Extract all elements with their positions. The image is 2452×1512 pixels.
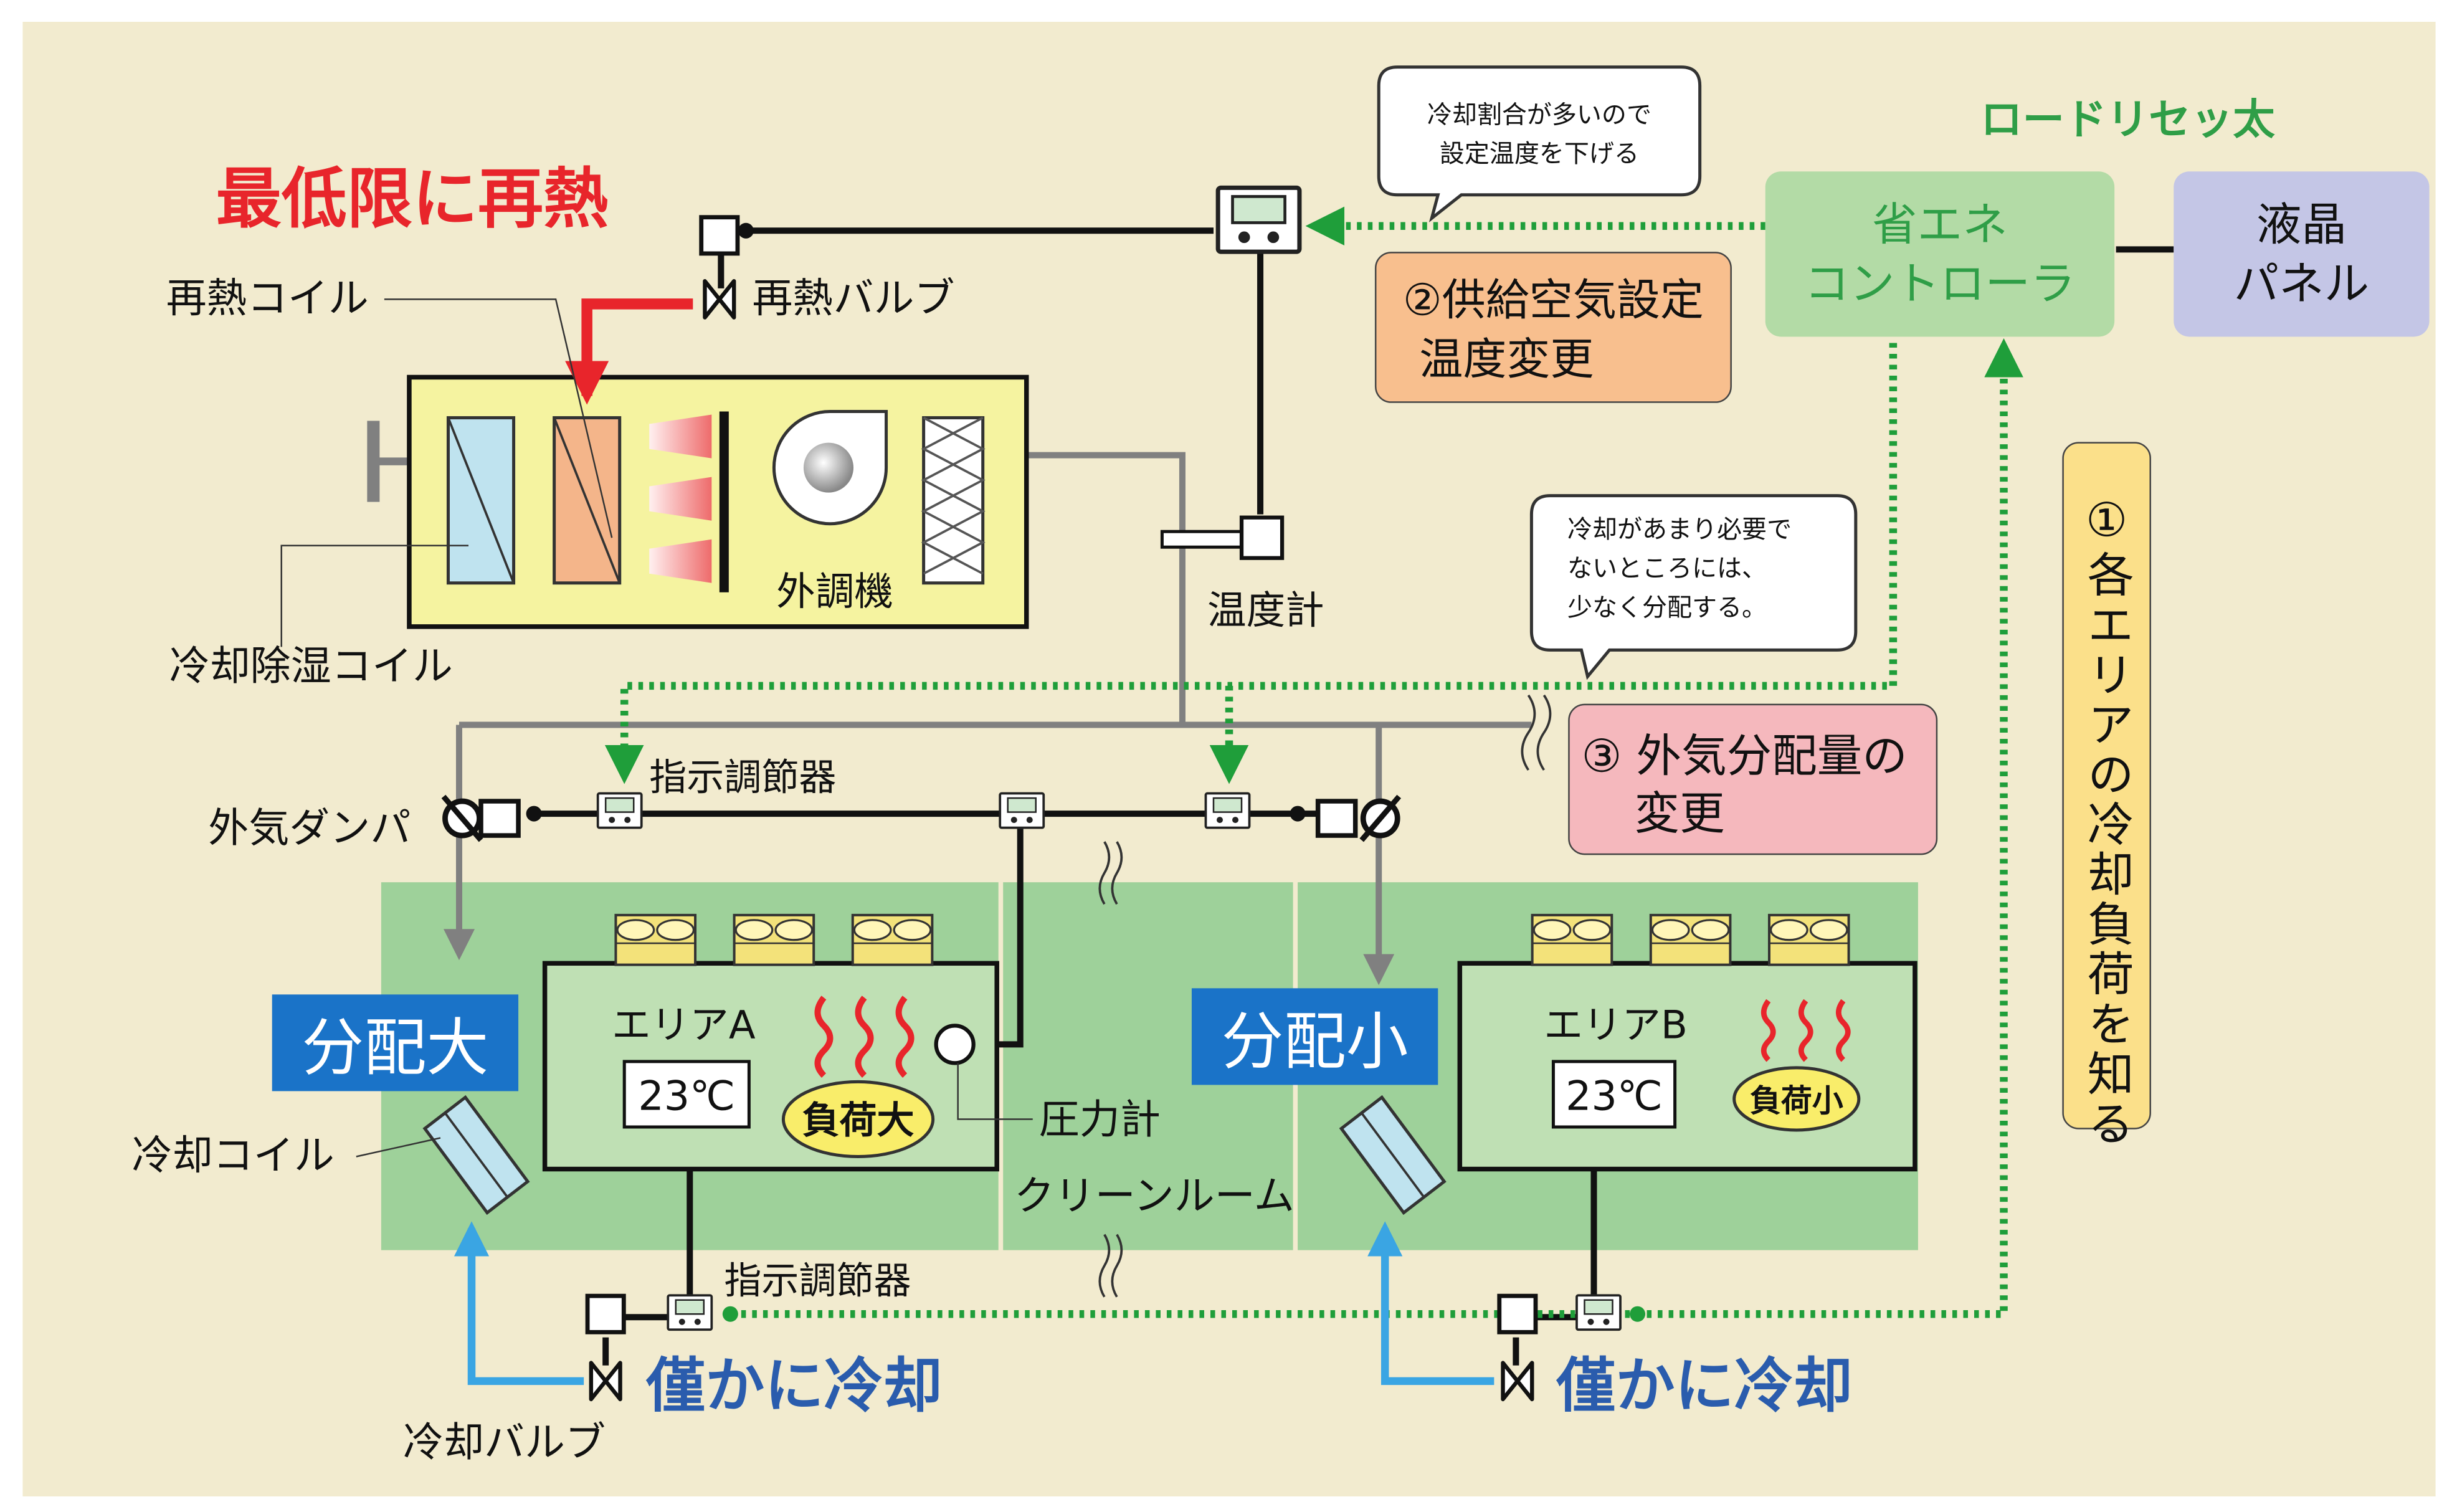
cooling-dehumid-coil: [446, 416, 516, 585]
reheat-valve-label: 再熱バルブ: [752, 275, 954, 321]
ffu-icon: [1651, 915, 1731, 965]
bubble-top-line1: 冷却割合が多いので: [1427, 101, 1651, 130]
leader-line: [356, 1137, 441, 1158]
signal-dot: [1630, 1306, 1646, 1322]
ffu-icon: [734, 915, 814, 965]
controller-line1: 省エネ: [1872, 199, 2008, 251]
damper-left: [441, 794, 521, 842]
controller-line2: コントローラ: [1804, 258, 2075, 310]
oac-label: 外調機: [776, 569, 893, 614]
cooling-flow-arrow-a: [454, 1221, 584, 1386]
lcd-panel-line2: パネル: [2234, 258, 2370, 310]
load-small-label: 負荷小: [1750, 1083, 1843, 1119]
distribution-small-badge: [1191, 988, 1438, 1085]
leader-line: [280, 544, 468, 647]
humidifier-nozzles: [649, 411, 729, 592]
outdoor-damper-label: 外気ダンパ: [208, 805, 411, 852]
step2-line1: ②供給空気設定: [1403, 274, 1704, 325]
distribution-large-badge: [272, 994, 519, 1091]
page-title: 最低限に再熱: [216, 160, 609, 237]
junction-dot: [1290, 806, 1306, 822]
oac-unit: 外調機: [407, 374, 1029, 629]
leader-line: [957, 1063, 1033, 1120]
area-b-temp: 23℃: [1566, 1073, 1663, 1120]
reheat-arrow: [565, 298, 693, 405]
ffu-icon: [1532, 915, 1612, 965]
area-a-temp: 23℃: [638, 1073, 735, 1120]
cooling-valve-a-actuator: [587, 1296, 624, 1333]
break-marks: [1098, 694, 1552, 1298]
indicator-controller-bottom-label: 指示調節器: [724, 1260, 911, 1303]
slight-cooling-a-label: 僅かに冷却: [645, 1352, 942, 1420]
ffu-icon: [853, 915, 933, 965]
bubble-middle: 冷却があまり必要で ないところには、 少なく分配する。: [1529, 494, 1858, 680]
bubble-middle-line1: 冷却があまり必要で: [1567, 515, 1792, 544]
indicator-controller-b: [1204, 792, 1251, 829]
area-b-label: エリアB: [1544, 1002, 1688, 1047]
step2-box: ②供給空気設定 温度変更: [1374, 252, 1732, 403]
cooling-dehumid-coil-label: 冷却除湿コイル: [169, 643, 453, 690]
cooling-coil-b: [1339, 1095, 1447, 1215]
brand-name: ロードリセッ太: [1980, 95, 2275, 144]
ffu-icon: [1769, 915, 1849, 965]
cooling-valve-label: 冷却バルブ: [403, 1419, 606, 1466]
area-a: エリアA 23℃ 負荷大: [542, 915, 999, 1172]
reheat-coil-label: 再熱コイル: [166, 275, 369, 321]
damper-right: [1315, 794, 1402, 842]
heat-icon: [814, 996, 915, 1078]
area-b: エリアB 23℃ 負荷小: [1457, 915, 1917, 1172]
indicator-controller-bottom-b: [1577, 1295, 1620, 1329]
clean-room-label: クリーンルーム: [1014, 1173, 1295, 1220]
slight-cooling-b-label: 僅かに冷却: [1556, 1352, 1852, 1420]
area-a-label: エリアA: [612, 1002, 756, 1047]
reheat-valve-actuator: [701, 217, 738, 254]
junction-dot: [526, 806, 542, 822]
signal-dot: [722, 1306, 738, 1322]
indicator-controller-top-label: 指示調節器: [649, 756, 836, 800]
load-large-label: 負荷大: [802, 1099, 914, 1143]
distribution-large-label: 分配大: [302, 1011, 488, 1084]
fan-icon: [772, 410, 888, 526]
heat-icon: [1761, 999, 1851, 1062]
step3-box: ③ 外気分配量の 変更: [1568, 703, 1938, 855]
lcd-panel-line1: 液晶: [2256, 199, 2347, 251]
cooling-valve-b-actuator: [1499, 1296, 1536, 1333]
leader-line: [384, 298, 613, 538]
step3-line2: 変更: [1635, 788, 1725, 840]
reheat-coil: [553, 416, 622, 585]
bubble-top-line2: 設定温度を下げる: [1440, 140, 1639, 168]
thermometer-icon: [1160, 515, 1285, 560]
energy-saving-controller: 省エネ コントローラ: [1765, 171, 2115, 337]
supply-temp-controller: [1218, 188, 1300, 252]
indicator-controller-pressure: [999, 792, 1045, 829]
bubble-middle-line3: 少なく分配する。: [1567, 593, 1767, 622]
step3-line1: ③ 外気分配量の: [1581, 731, 1907, 783]
duct-network: [367, 421, 1532, 986]
cooling-coil-label: 冷却コイル: [132, 1133, 335, 1179]
indicator-controller-a: [596, 792, 643, 829]
ffu-icon: [615, 915, 695, 965]
control-signals: [604, 206, 2023, 1318]
thermometer-label: 温度計: [1207, 587, 1324, 633]
indicator-controller-bottom-a: [668, 1295, 711, 1329]
step2-line2: 温度変更: [1419, 333, 1594, 384]
filter-icon: [921, 416, 986, 585]
pressure-gauge-icon: [934, 1024, 976, 1065]
lcd-panel: 液晶 パネル: [2174, 171, 2430, 337]
distribution-small-label: 分配小: [1222, 1005, 1409, 1078]
junction-dot: [738, 222, 754, 239]
bubble-middle-line2: ないところには、: [1567, 554, 1767, 583]
cooling-coil-a: [422, 1095, 530, 1215]
step1-label: ①各エリアの冷却負荷を知る: [2079, 493, 2134, 1149]
pressure-gauge-label: 圧力計: [1039, 1096, 1161, 1143]
bubble-top: 冷却割合が多いので 設定温度を下げる: [1377, 65, 1702, 222]
cooling-flow-arrow-b: [1367, 1221, 1494, 1386]
step1-box: ①各エリアの冷却負荷を知る: [2062, 442, 2151, 1149]
